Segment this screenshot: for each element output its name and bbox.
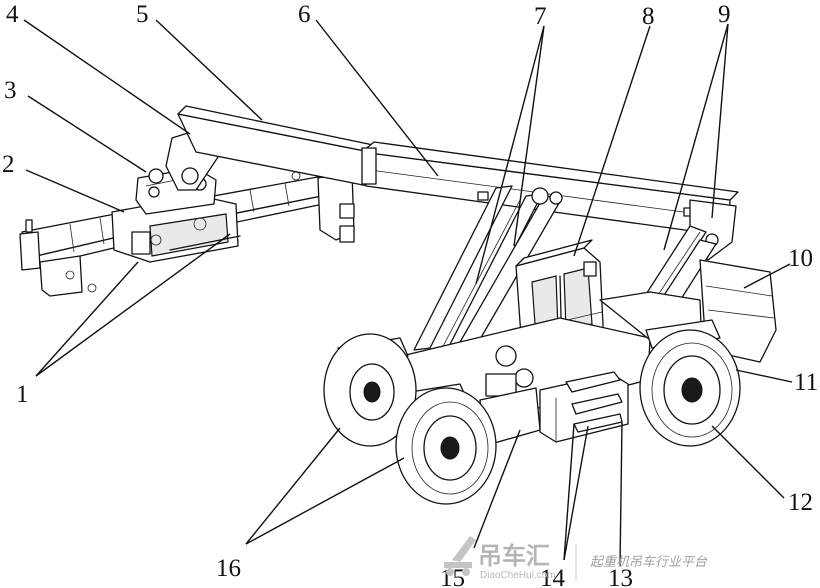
crane-logo-icon <box>444 536 476 576</box>
callout-9: 9 <box>718 1 731 28</box>
callout-16: 16 <box>216 555 241 582</box>
front-left-wheel <box>323 333 417 447</box>
callout-13: 13 <box>608 565 633 588</box>
watermark-tagline: 起重机吊车行业平台 <box>590 555 708 570</box>
callout-5: 5 <box>136 1 149 28</box>
callout-11: 11 <box>794 369 818 396</box>
callout-15: 15 <box>440 565 465 588</box>
telescopic-boom <box>165 105 739 261</box>
callout-7: 7 <box>534 3 547 30</box>
callout-3: 3 <box>4 77 17 104</box>
watermark-url: DiaoCheHui.com <box>480 570 556 581</box>
watermark: 吊车汇 DiaoCheHui.com 起重机吊车行业平台 <box>444 536 708 581</box>
rear-wheel <box>639 329 741 447</box>
callout-4: 4 <box>6 1 19 28</box>
callout-10: 10 <box>788 245 813 272</box>
spreader-assembly <box>19 163 355 297</box>
callout-12: 12 <box>788 489 813 516</box>
callout-8: 8 <box>642 3 655 30</box>
callout-6: 6 <box>298 1 311 28</box>
leader-lines <box>23 19 793 567</box>
front-right-wheel <box>395 387 497 505</box>
callout-2: 2 <box>2 151 15 178</box>
watermark-brand: 吊车汇 <box>478 542 550 570</box>
callout-14: 14 <box>540 565 566 588</box>
callout-1: 1 <box>16 381 29 408</box>
